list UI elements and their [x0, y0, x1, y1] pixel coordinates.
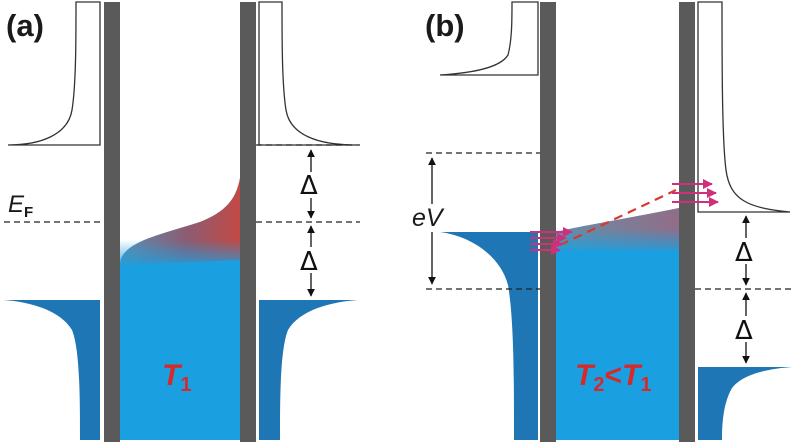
left-dos-filled — [4, 300, 100, 440]
gap-label-upper-a: Δ — [300, 171, 318, 201]
gap-label-upper-b: Δ — [735, 238, 753, 268]
gap-label-bg-upper-a — [300, 172, 322, 198]
tunneling-path — [559, 189, 677, 246]
barrier-left-a — [104, 2, 120, 442]
fermi-label: EF — [8, 191, 33, 221]
left-dos-upper-b — [439, 1, 539, 76]
right-dos-filled-b — [698, 367, 792, 440]
tunneling-arrows-left — [530, 227, 573, 255]
panel-b: (b) eV Δ Δ — [410, 1, 792, 442]
panel-a-label: (a) — [6, 8, 44, 43]
bias-label-bg — [410, 204, 446, 232]
panel-a: (a) EF Δ Δ T1 — [4, 1, 360, 442]
right-dos-filled — [259, 300, 358, 440]
temperature-label-a: T1 — [162, 359, 191, 396]
gap-label-lower-b: Δ — [735, 316, 753, 346]
bias-label: eV — [412, 204, 445, 232]
tunneling-arrows-right — [672, 179, 719, 207]
gap-label-lower-a: Δ — [300, 247, 318, 277]
gap-label-bg-lower-b — [735, 316, 757, 342]
left-dos-upper — [7, 1, 101, 146]
left-dos-filled-b — [440, 232, 538, 440]
island-filled-b — [556, 208, 679, 440]
barrier-left-b — [540, 2, 556, 442]
gap-label-bg-upper-b — [735, 238, 757, 264]
panel-b-label: (b) — [425, 8, 465, 43]
barrier-right-b — [679, 2, 695, 442]
island-fade-a — [120, 240, 240, 268]
temperature-label-b: T2<T1 — [575, 359, 651, 396]
right-dos-upper — [258, 1, 357, 146]
island-fade-b — [556, 228, 679, 252]
gap-label-bg-lower-a — [300, 247, 322, 273]
barrier-right-a — [240, 2, 256, 442]
right-dos-upper-b — [697, 1, 791, 213]
